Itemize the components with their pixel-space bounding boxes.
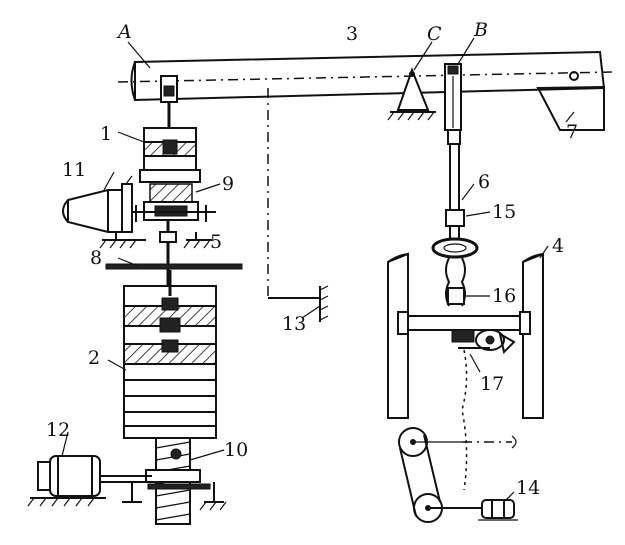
signal-line-13 bbox=[267, 88, 329, 322]
pivot-support-c bbox=[387, 67, 436, 121]
label-10: 10 bbox=[224, 439, 248, 461]
label-b: B bbox=[473, 19, 488, 41]
joint-a bbox=[160, 75, 178, 128]
label-2: 2 bbox=[88, 347, 100, 369]
label-15: 15 bbox=[492, 201, 516, 223]
leader-lines bbox=[61, 37, 575, 501]
label-5: 5 bbox=[210, 231, 222, 253]
motor-12 bbox=[27, 455, 227, 511]
label-13: 13 bbox=[282, 313, 306, 335]
part-17 bbox=[451, 329, 516, 354]
pulley-system-14 bbox=[398, 349, 518, 523]
label-1: 1 bbox=[100, 123, 112, 145]
frame-4 bbox=[387, 252, 544, 419]
label-8: 8 bbox=[90, 247, 102, 269]
label-c: C bbox=[427, 23, 442, 45]
beam-3 bbox=[117, 50, 613, 102]
rod-6 bbox=[447, 129, 461, 210]
disc-8 bbox=[105, 263, 243, 270]
label-17: 17 bbox=[480, 373, 504, 395]
part-16 bbox=[445, 257, 466, 307]
label-12: 12 bbox=[46, 419, 70, 441]
label-16: 16 bbox=[492, 285, 516, 307]
label-14: 14 bbox=[516, 477, 540, 499]
motor-11 bbox=[62, 175, 212, 249]
counterweight-7 bbox=[536, 85, 605, 131]
label-6: 6 bbox=[478, 171, 490, 193]
label-a: A bbox=[116, 21, 132, 43]
joint-b bbox=[444, 63, 462, 131]
label-3: 3 bbox=[346, 23, 358, 45]
weight-stack-2 bbox=[123, 270, 217, 439]
label-7: 7 bbox=[566, 121, 578, 143]
label-4: 4 bbox=[552, 235, 564, 257]
coupling-15 bbox=[431, 209, 479, 259]
label-11: 11 bbox=[62, 159, 86, 181]
gearbox-9 bbox=[126, 183, 216, 222]
shaft-5 bbox=[159, 220, 177, 285]
weight-block-1 bbox=[139, 127, 201, 183]
screw-column-10 bbox=[145, 437, 211, 525]
label-9: 9 bbox=[222, 173, 234, 195]
